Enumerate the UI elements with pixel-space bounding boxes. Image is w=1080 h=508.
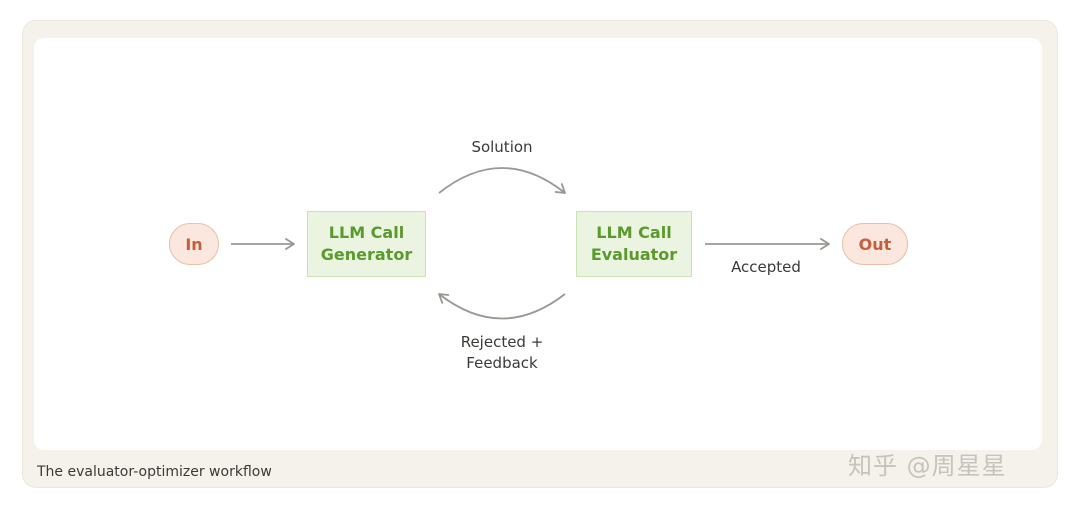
accepted-edge-label: Accepted [731,258,801,276]
evaluator-node-line-2: Evaluator [590,245,678,264]
input-node: In [169,223,219,265]
input-node-label: In [185,234,203,254]
rejected-label-line-1: Rejected + [460,333,544,351]
evaluator-node: LLM Call Evaluator [576,211,692,277]
rejected-feedback-edge-label: Rejected + Feedback [440,332,564,374]
evaluator-node-line-1: LLM Call [596,223,672,242]
solution-edge-label: Solution [471,138,533,156]
output-node: Out [842,223,908,265]
rejected-label-line-2: Feedback [466,354,538,372]
arrow-solution [438,167,566,194]
generator-node-line-1: LLM Call [328,223,405,242]
output-node-label: Out [858,234,892,254]
figure-caption: The evaluator-optimizer workflow [37,464,272,480]
watermark: 知乎 @周星星 [848,452,1007,480]
arrow-rejected-feedback [438,293,566,320]
generator-node-line-2: Generator [320,245,413,264]
generator-node: LLM Call Generator [307,211,426,277]
